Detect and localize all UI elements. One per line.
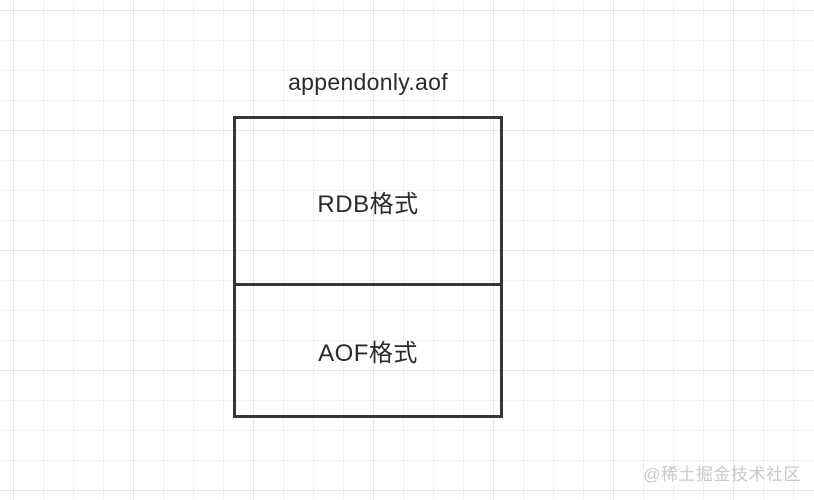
- box-section-rdb-label: RDB格式: [317, 190, 419, 218]
- aof-file-box: RDB格式 AOF格式: [233, 116, 503, 418]
- box-section-aof-label: AOF格式: [318, 340, 418, 367]
- watermark-text: @稀土掘金技术社区: [643, 465, 801, 484]
- diagram-title: appendonly.aof: [288, 69, 448, 95]
- box-section-aof: AOF格式: [236, 286, 500, 415]
- box-section-rdb: RDB格式: [236, 119, 500, 286]
